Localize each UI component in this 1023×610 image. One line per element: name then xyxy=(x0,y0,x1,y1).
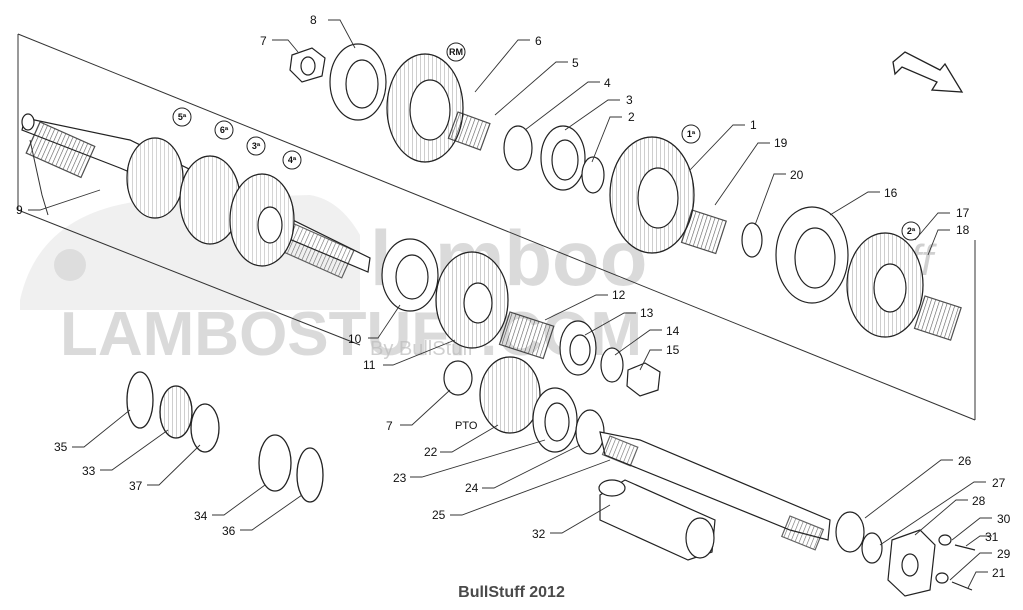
callout-31: 31 xyxy=(985,530,999,544)
callout-34: 34 xyxy=(194,509,208,523)
circle-label-4: 4ª xyxy=(288,155,297,165)
callout-32: 32 xyxy=(532,527,546,541)
callout-5: 5 xyxy=(572,56,579,70)
callout-24: 24 xyxy=(465,481,479,495)
direction-arrow-icon xyxy=(892,51,964,93)
callout-14: 14 xyxy=(666,324,680,338)
callout-23: 23 xyxy=(393,471,407,485)
callout-12: 12 xyxy=(612,288,626,302)
callout-37: 37 xyxy=(129,479,143,493)
watermark-line3: By BullStuff xyxy=(370,338,473,360)
frame-lines xyxy=(17,33,976,421)
circle-labels: RM 5ª 6ª 3ª 4ª 1ª 2ª xyxy=(172,42,921,241)
middle-row-parts xyxy=(381,238,661,455)
callout-20: 20 xyxy=(790,168,804,182)
callout-17: 17 xyxy=(956,206,970,220)
callout-27: 27 xyxy=(992,476,1006,490)
callout-25: 25 xyxy=(432,508,446,522)
circle-label-2: 2ª xyxy=(907,226,916,236)
callout-10: 10 xyxy=(348,332,362,346)
callout-33: 33 xyxy=(82,464,96,478)
callout-22: 22 xyxy=(424,445,438,459)
sleeve-part xyxy=(598,479,716,561)
callout-18: 18 xyxy=(956,223,970,237)
upper-row-parts xyxy=(289,43,962,341)
callout-4: 4 xyxy=(604,76,611,90)
circle-label-3: 3ª xyxy=(252,141,261,151)
callout-21: 21 xyxy=(992,566,1006,580)
callout-1: 1 xyxy=(750,118,757,132)
callout-13: 13 xyxy=(640,306,654,320)
output-shaft xyxy=(599,431,976,597)
callout-30: 30 xyxy=(997,512,1011,526)
callout-numbers: 8 7 6 5 4 3 2 1 19 20 16 17 18 9 10 11 1… xyxy=(16,13,1011,580)
circle-label-rm: RM xyxy=(449,47,463,57)
callout-29: 29 xyxy=(997,547,1011,561)
callout-11: 11 xyxy=(363,358,376,372)
main-shaft-assembly xyxy=(21,113,371,279)
circle-label-6: 6ª xyxy=(220,125,229,135)
circle-label-1: 1ª xyxy=(687,129,696,139)
callout-8: 8 xyxy=(310,13,317,27)
callout-6: 6 xyxy=(535,34,542,48)
callout-7: 7 xyxy=(260,34,267,48)
callout-9: 9 xyxy=(16,203,23,217)
leader-lines xyxy=(28,19,992,589)
callout-35: 35 xyxy=(54,440,68,454)
callout-15: 15 xyxy=(666,343,680,357)
lower-left-parts xyxy=(126,371,324,503)
circle-label-5: 5ª xyxy=(178,112,187,122)
callout-2: 2 xyxy=(628,110,635,124)
callout-36: 36 xyxy=(222,524,236,538)
watermark: lamboo stuff LAMBOSTUFF.COM By BullStuff xyxy=(20,195,938,369)
callout-26: 26 xyxy=(958,454,972,468)
pto-label: PTO xyxy=(455,420,478,432)
callout-28: 28 xyxy=(972,494,986,508)
callout-3: 3 xyxy=(626,93,633,107)
callout-7-lower: 7 xyxy=(386,419,393,433)
callout-19: 19 xyxy=(774,136,788,150)
footer-credit: BullStuff 2012 xyxy=(458,584,565,601)
callout-16: 16 xyxy=(884,186,898,200)
